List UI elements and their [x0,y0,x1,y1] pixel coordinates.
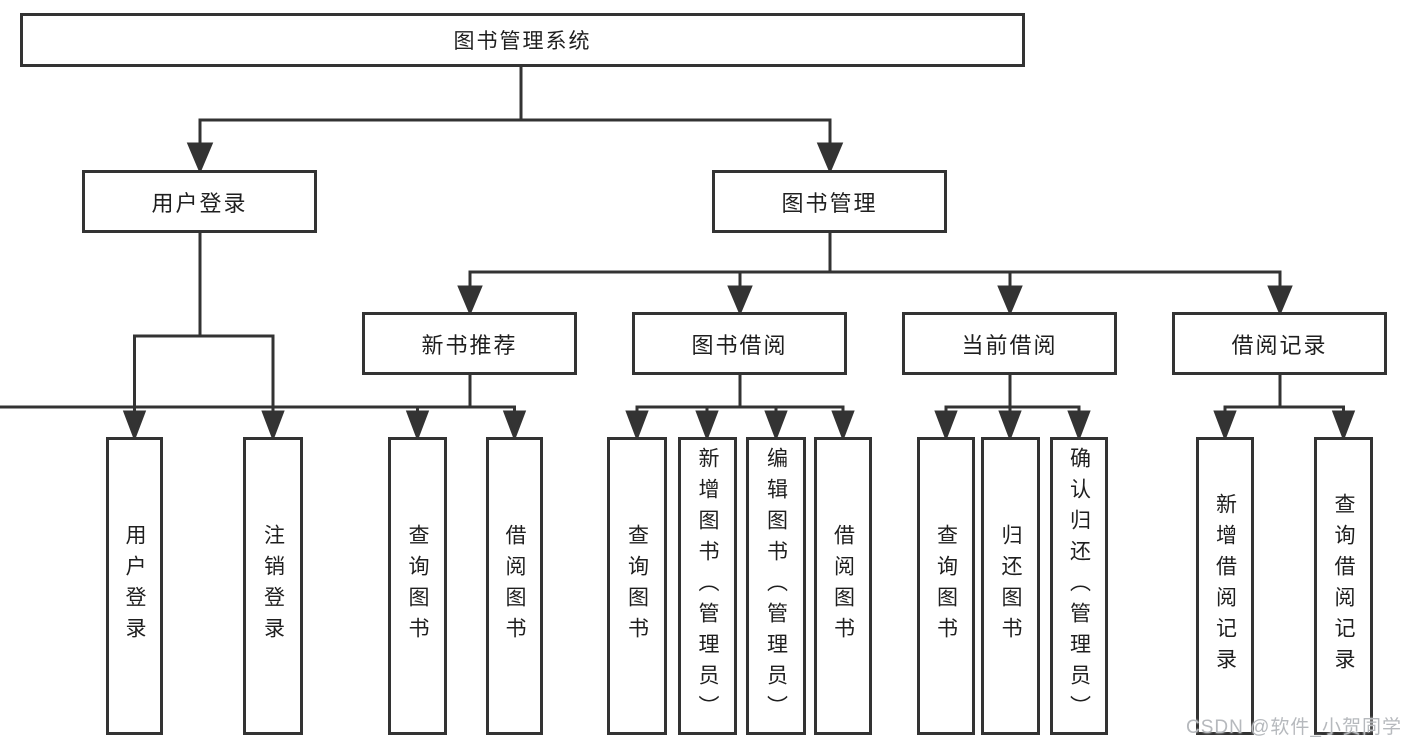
leaf-query-borrow-record: 查询借阅记录 [1314,437,1373,735]
watermark-text: CSDN @软件_小贺同学 [1186,717,1402,738]
leaf-borrow-book-1: 借阅图书 [486,437,543,735]
node-user-login-label: 用户登录 [151,190,248,216]
node-new-book-recommend: 新书推荐 [362,312,577,375]
node-current-borrow: 当前借阅 [902,312,1117,375]
node-borrow-records: 借阅记录 [1172,312,1387,375]
node-book-management-label: 图书管理 [781,190,878,216]
node-new-book-recommend-label: 新书推荐 [421,332,518,358]
connector-user-login-children [122,233,285,442]
leaf-add-borrow-record: 新增借阅记录 [1196,437,1254,735]
node-user-login: 用户登录 [82,170,317,233]
node-current-borrow-label: 当前借阅 [961,332,1058,358]
connector-root-to-level2 [186,67,844,174]
leaf-add-borrow-record-label: 新增借阅记录 [1213,493,1237,679]
leaf-query-book-3-label: 查询图书 [934,524,958,648]
leaf-return-book-label: 归还图书 [999,524,1022,648]
leaf-return-book: 归还图书 [981,437,1040,735]
connector-borrow-records-children [1213,375,1356,442]
connector-new-book-recommend-children [0,375,527,442]
leaf-query-book-3: 查询图书 [917,437,975,735]
leaf-query-borrow-record-label: 查询借阅记录 [1332,493,1355,679]
node-root-label: 图书管理系统 [453,30,592,53]
leaf-confirm-return-admin-label: 确认归还（管理员） [1067,446,1091,726]
node-book-borrow-label: 图书借阅 [691,332,788,358]
node-root: 图书管理系统 [20,13,1025,67]
leaf-query-book-1: 查询图书 [388,437,447,735]
connector-current-borrow-children [934,375,1091,442]
node-book-borrow: 图书借阅 [632,312,847,375]
connector-book-management-children [457,233,1293,316]
leaf-borrow-book-1-label: 借阅图书 [503,524,526,648]
leaf-borrow-book-2-label: 借阅图书 [831,524,855,648]
leaf-edit-book-admin-label: 编辑图书（管理员） [764,446,788,726]
leaf-user-login-label: 用户登录 [123,524,146,648]
leaf-logout: 注销登录 [243,437,303,735]
leaf-confirm-return-admin: 确认归还（管理员） [1050,437,1108,735]
leaf-logout-label: 注销登录 [261,524,285,648]
leaf-query-book-2: 查询图书 [607,437,667,735]
connector-book-borrow-children [625,375,855,442]
node-book-management: 图书管理 [712,170,947,233]
leaf-query-book-1-label: 查询图书 [406,524,429,648]
leaf-edit-book-admin: 编辑图书（管理员） [746,437,806,735]
node-borrow-records-label: 借阅记录 [1231,332,1328,358]
leaf-borrow-book-2: 借阅图书 [814,437,872,735]
leaf-query-book-2-label: 查询图书 [625,524,649,648]
leaf-add-book-admin: 新增图书（管理员） [678,437,737,735]
leaf-user-login: 用户登录 [106,437,163,735]
leaf-add-book-admin-label: 新增图书（管理员） [696,446,719,726]
